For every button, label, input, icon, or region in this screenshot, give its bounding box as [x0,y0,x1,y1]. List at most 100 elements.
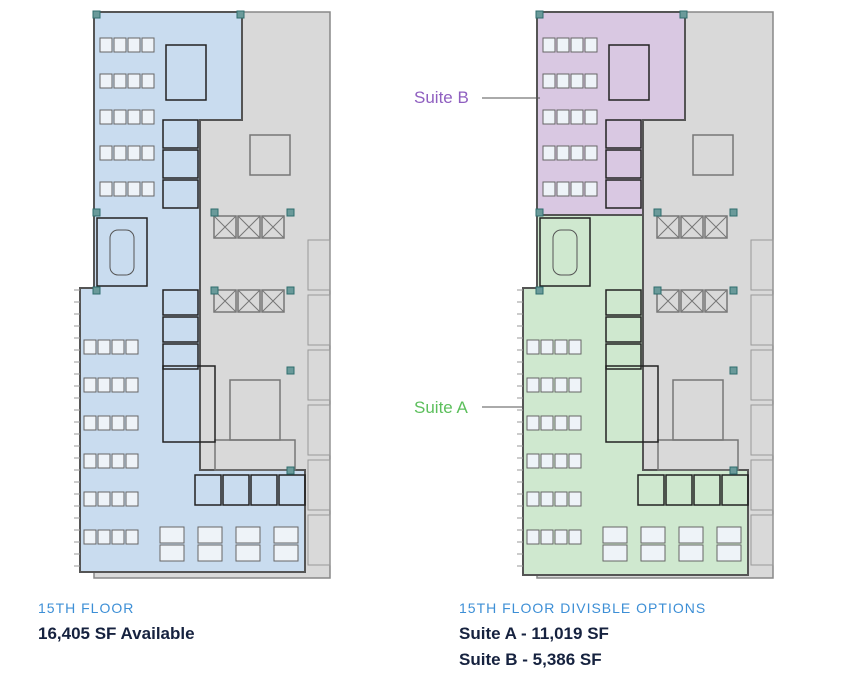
workstation [197,526,223,544]
workstation [568,339,582,355]
workstation [542,37,556,53]
building-column [729,466,738,475]
private-office [605,179,642,209]
elevator-cross [213,215,237,239]
workstation [554,491,568,507]
workstation [273,526,299,544]
workstation [716,526,742,544]
workstation [554,415,568,431]
building-column [286,366,295,375]
adjacent-room [750,294,774,346]
workstation [602,526,628,544]
workstation [235,526,261,544]
private-office [665,474,693,506]
elevator-cross [261,215,285,239]
workstation [584,145,598,161]
building-column [535,10,544,19]
workstation [542,109,556,125]
workstation [83,339,97,355]
floor-plan-full [74,10,331,579]
workstation [526,339,540,355]
elevator [237,215,261,239]
elevator [680,289,704,313]
workstation [716,544,742,562]
workstation [113,73,127,89]
workstation [159,526,185,544]
elevator-cross [680,289,704,313]
workstation [127,109,141,125]
workstation [640,544,666,562]
building-column [286,286,295,295]
workstation [526,415,540,431]
elevator [656,289,680,313]
building-column [535,286,544,295]
building-column [210,286,219,295]
elevator-cross [237,215,261,239]
adjacent-room [307,404,331,456]
workstation [640,526,666,544]
building-column [535,208,544,217]
workstation [113,181,127,197]
conference-table [109,229,135,276]
workstation [556,145,570,161]
left-plan-caption: 15TH FLOOR [38,600,135,616]
workstation [83,415,97,431]
building-column [729,366,738,375]
conference-room [96,217,148,287]
workstation [111,339,125,355]
workstation [678,526,704,544]
private-office [605,289,642,316]
workstation [141,73,155,89]
workstation [111,377,125,393]
adjacent-room [750,239,774,291]
workstation [540,377,554,393]
workstation [570,37,584,53]
workstation [554,377,568,393]
conference-room [539,217,591,287]
elevator-cross [680,215,704,239]
suite-b-label: Suite B [414,88,469,107]
elevator-cross [704,289,728,313]
adjacent-room [307,514,331,566]
private-office [605,119,642,149]
adjacent-room [307,239,331,291]
workstation [141,145,155,161]
private-office [222,474,250,506]
suite-b-area: Suite B - 5,386 SF [459,650,602,669]
elevator [704,289,728,313]
private-office [693,474,721,506]
workstation [111,491,125,507]
workstation [127,145,141,161]
elevator [656,215,680,239]
building-column [286,466,295,475]
stair [249,134,291,176]
elevator [680,215,704,239]
workstation [97,491,111,507]
workstation [570,109,584,125]
workstation [111,453,125,469]
workstation [125,453,139,469]
private-office [605,316,642,343]
workstation [125,415,139,431]
private-office [162,316,199,343]
private-office [605,149,642,179]
private-office [162,119,199,149]
workstation [83,529,97,545]
workstation [568,415,582,431]
workstation [526,529,540,545]
adjacent-room [750,514,774,566]
floor-plans [74,10,774,579]
private-office [721,474,749,506]
workstation [99,145,113,161]
suite-a-area: Suite A - 11,019 SF [459,624,609,643]
workstation [540,529,554,545]
private-office [162,343,199,370]
stair [214,439,296,471]
conference-room [605,365,659,443]
workstation [127,181,141,197]
workstation [99,73,113,89]
workstation [554,339,568,355]
private-office [194,474,222,506]
right-plan-caption: 15TH FLOOR DIVISBLE OPTIONS [459,600,707,616]
workstation [556,37,570,53]
